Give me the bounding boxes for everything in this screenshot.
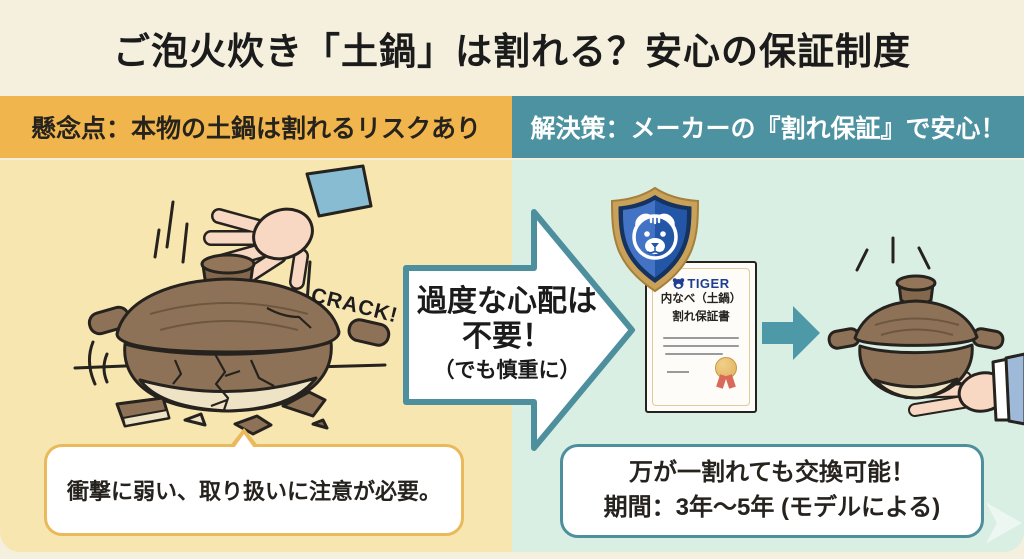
certificate-line2: 割れ保証書 <box>672 310 730 323</box>
certificate-rule <box>663 336 739 339</box>
warranty-info-line1: 万が一割れても交換可能！ <box>628 459 916 487</box>
sparkle-icon <box>855 236 931 272</box>
certificate-inner-border: TIGER 内なべ（土鍋） 割れ保証書 <box>652 268 750 406</box>
broken-donabe-pot <box>87 253 391 436</box>
center-arrow-line2: 不要！ <box>462 320 552 354</box>
solution-header: 解決策：メーカーの『割れ保証』で安心！ <box>512 96 1024 158</box>
intact-pot-illustration <box>827 236 1024 426</box>
concern-bubble: 衝撃に弱い、取り扱いに注意が必要。 <box>44 428 464 536</box>
center-arrow-line1: 過度な心配は <box>417 285 597 318</box>
page-title: ご泡火炊き「土鍋」は割れる？安心の保証制度 <box>113 31 911 72</box>
crack-lines-icon <box>172 307 312 411</box>
center-arrow-line3: （でも慎重に） <box>433 358 581 382</box>
concern-bubble-text: 衝撃に弱い、取り扱いに注意が必要。 <box>66 479 441 504</box>
intact-donabe-pot <box>827 274 1005 400</box>
tiger-face-icon <box>632 213 678 260</box>
arrow-right-icon <box>762 306 820 360</box>
center-arrow-shape <box>403 209 635 451</box>
certificate-rule <box>665 352 723 355</box>
sleeve-left <box>305 164 373 218</box>
warranty-info-line2: 期間：3年〜5年 (モデルによる) <box>603 494 941 521</box>
concern-header: 懸念点：本物の土鍋は割れるリスクあり <box>0 96 512 158</box>
center-arrow-text: 過度な心配は 不要！ （でも慎重に） <box>399 284 615 384</box>
tiger-brand-logo: TIGER <box>672 276 729 291</box>
cracked-pot-illustration <box>73 164 391 436</box>
certificate-line1: 内なべ（土鍋） <box>660 293 742 305</box>
certificate-seal-icon <box>715 356 737 379</box>
tiger-brand-text: TIGER <box>687 276 730 291</box>
certificate-footer <box>653 355 749 389</box>
sleeve-right <box>1004 352 1024 426</box>
pot-shards <box>115 390 329 436</box>
tiger-face-icon <box>673 278 685 289</box>
warranty-info-box: 万が一割れても交換可能！ 期間：3年〜5年 (モデルによる) <box>560 444 984 538</box>
certificate-rule <box>663 344 739 347</box>
warranty-certificate: TIGER 内なべ（土鍋） 割れ保証書 <box>645 261 757 413</box>
shield-icon <box>610 186 700 293</box>
certificate-signature-line <box>667 370 689 373</box>
